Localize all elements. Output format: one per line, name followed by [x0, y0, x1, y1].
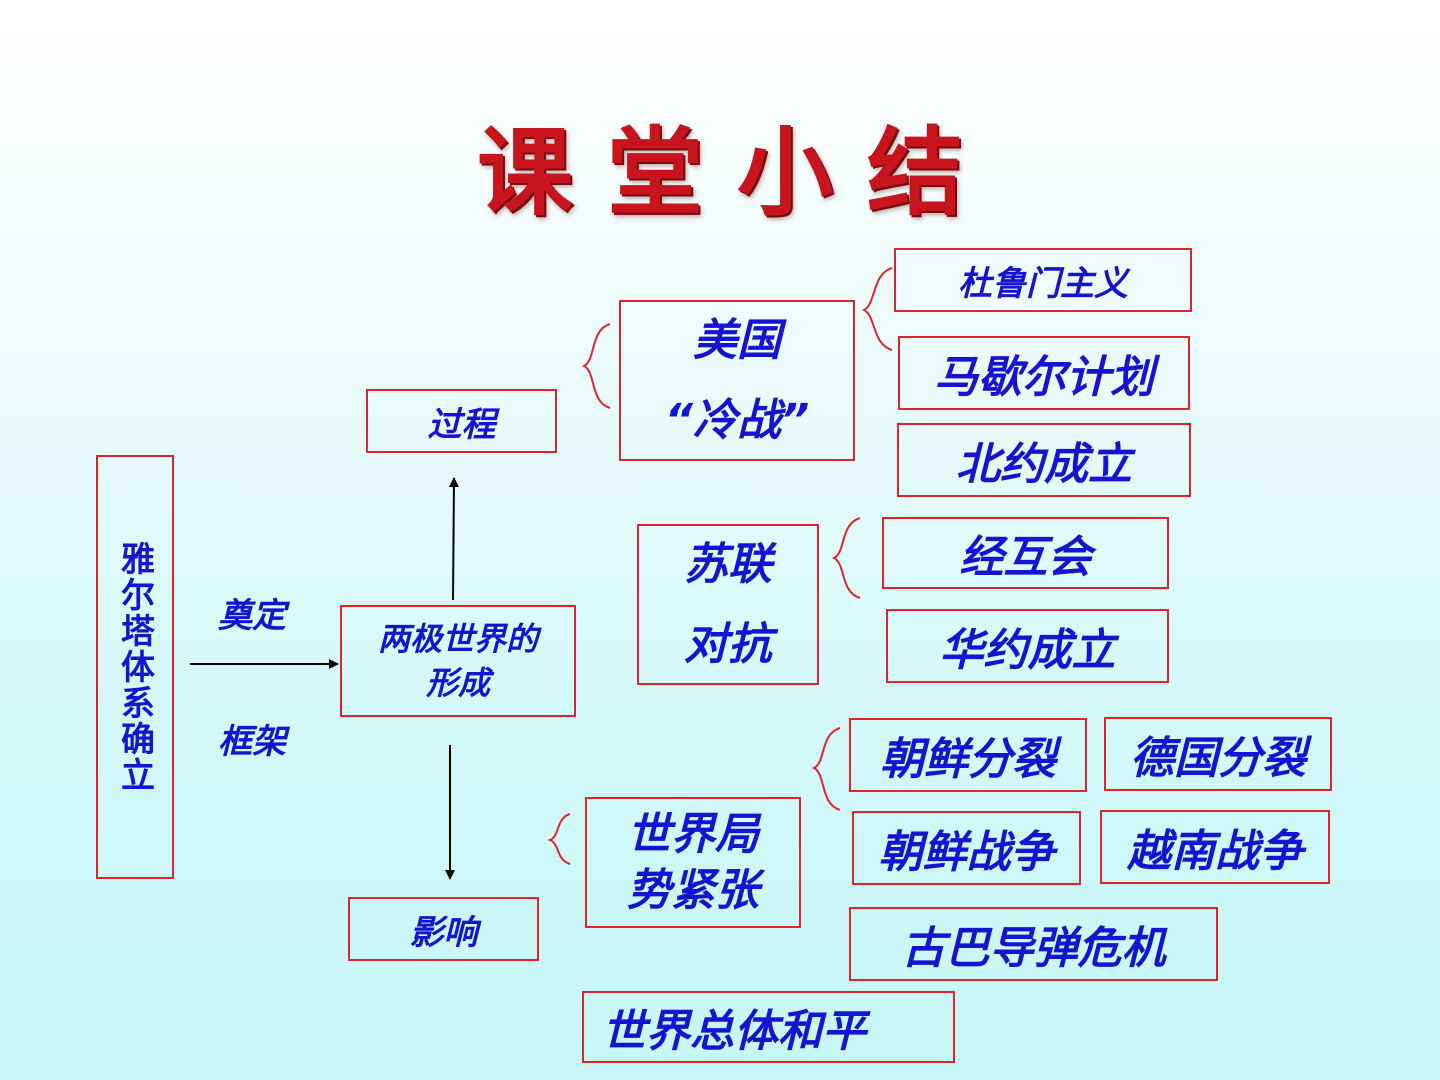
- usa-item-2: 马歇尔计划: [898, 336, 1190, 410]
- usa-item-3-label: 北约成立: [956, 439, 1132, 490]
- impact-box: 影响: [348, 897, 539, 961]
- tension-item-5: 古巴导弹危机: [849, 907, 1218, 981]
- ussr-item-1: 经互会: [882, 517, 1169, 589]
- tension-item-3: 朝鲜战争: [852, 811, 1081, 885]
- title-area: 课堂小结: [0, 95, 1440, 234]
- tension-item-4: 越南战争: [1100, 810, 1330, 884]
- root-label: 雅尔塔体系确立: [114, 541, 155, 793]
- ussr-item-2-label: 华约成立: [939, 625, 1116, 676]
- usa-item-3: 北约成立: [897, 423, 1191, 497]
- impact-label: 影响: [409, 912, 478, 953]
- connector-label-bottom: 框架: [218, 722, 286, 762]
- ussr-item-1-label: 经互会: [959, 532, 1092, 583]
- connector-label-top: 奠定: [218, 596, 286, 636]
- ussr-line-1: 苏联: [684, 538, 772, 590]
- tension-item-4-label: 越南战争: [1127, 826, 1303, 877]
- ussr-line-2: 对抗: [684, 618, 772, 670]
- brace-ussr: [831, 517, 861, 599]
- tension-item-1: 朝鲜分裂: [849, 718, 1087, 792]
- tension-item-3-label: 朝鲜战争: [878, 827, 1055, 878]
- usa-box: 美国 “冷战”: [619, 300, 855, 461]
- usa-line-1: 美国: [693, 314, 781, 366]
- usa-item-1-label: 杜鲁门主义: [958, 263, 1128, 304]
- tension-line-1: 世界局: [627, 808, 759, 860]
- root-box: 雅尔塔体系确立: [96, 455, 174, 879]
- tension-box: 世界局 势紧张: [585, 797, 801, 928]
- brace-tension-items: [811, 727, 841, 811]
- ussr-box: 苏联 对抗: [637, 524, 819, 685]
- tension-item-2-label: 德国分裂: [1130, 733, 1306, 784]
- arrow-to-process: [448, 477, 459, 601]
- peace-label: 世界总体和平: [602, 1006, 866, 1057]
- brace-tension: [547, 813, 571, 865]
- process-label: 过程: [427, 404, 496, 445]
- brace-usa: [581, 323, 611, 409]
- center-line-2: 形成: [425, 664, 490, 702]
- process-box: 过程: [366, 389, 557, 453]
- usa-item-2-label: 马歇尔计划: [934, 352, 1154, 403]
- usa-line-2: “冷战”: [664, 394, 810, 446]
- tension-line-2: 势紧张: [627, 864, 759, 916]
- brace-usa-items: [861, 267, 893, 351]
- tension-item-2: 德国分裂: [1104, 717, 1332, 791]
- page-title: 课堂小结: [477, 117, 997, 229]
- usa-item-1: 杜鲁门主义: [894, 248, 1192, 312]
- center-line-1: 两极世界的: [377, 620, 538, 658]
- peace-box: 世界总体和平: [582, 991, 955, 1063]
- center-box: 两极世界的 形成: [340, 605, 576, 717]
- tension-item-5-label: 古巴导弹危机: [901, 923, 1166, 974]
- ussr-item-2: 华约成立: [886, 609, 1169, 683]
- tension-item-1-label: 朝鲜分裂: [880, 734, 1056, 785]
